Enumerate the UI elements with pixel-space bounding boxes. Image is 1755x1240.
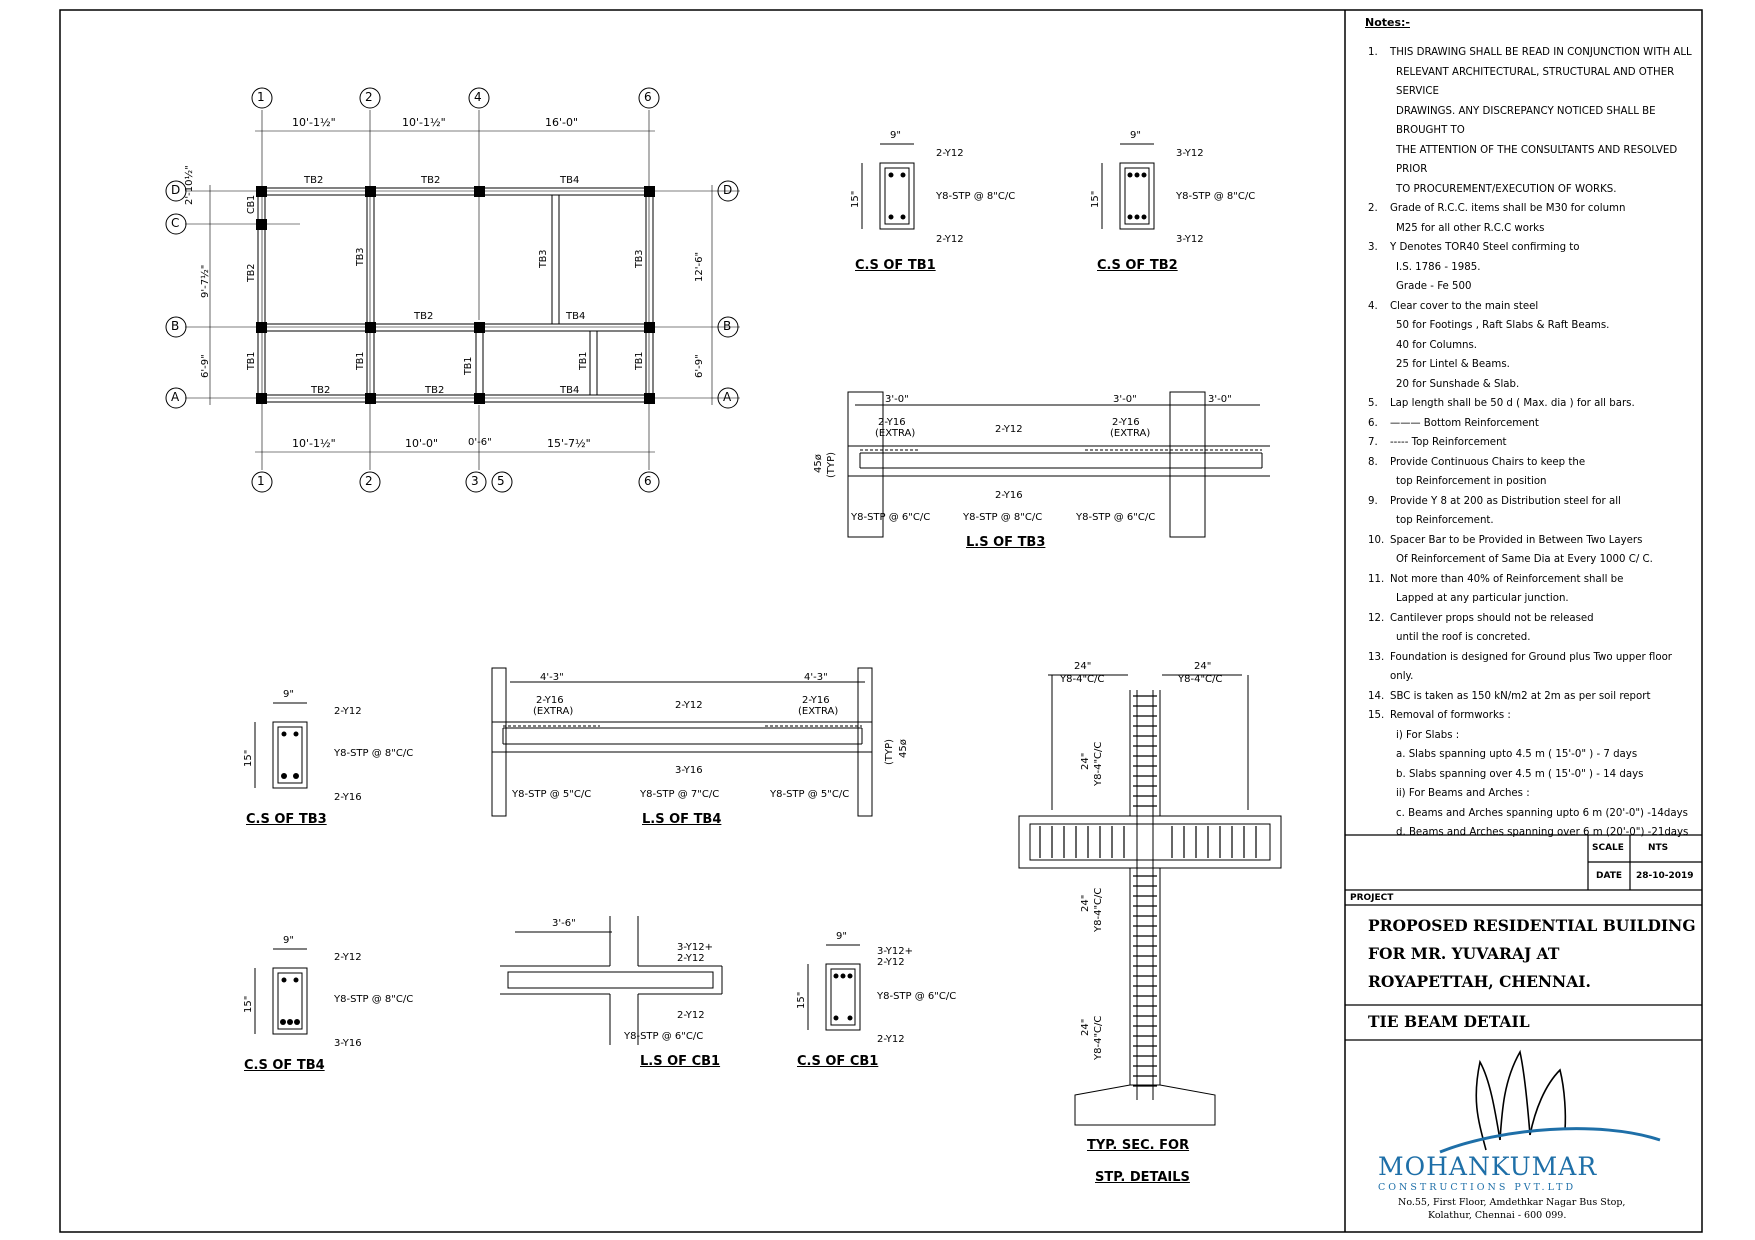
stp-stirrups: [1039, 695, 1257, 1087]
logo-swoosh: [1439, 1127, 1661, 1154]
tie-beam-plan: [165, 87, 740, 493]
sheet-border: [59, 9, 1703, 1233]
ls-cb1-drawing: [500, 916, 723, 1045]
company-logo-mark: [1475, 1049, 1567, 1151]
title-block-grid: [1345, 834, 1702, 1041]
cross-sections: [254, 143, 1155, 1035]
rebar-dots: [280, 172, 1147, 1025]
ls-tb4-drawing: [491, 667, 873, 817]
ls-tb3-drawing: [847, 391, 1270, 538]
stp-detail-drawing: [1018, 674, 1282, 1126]
